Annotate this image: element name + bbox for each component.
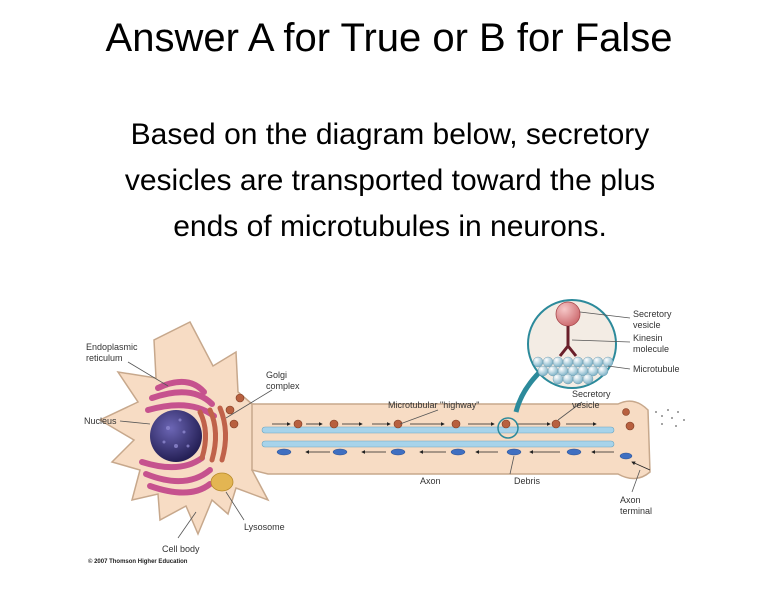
nucleus xyxy=(150,410,202,462)
label-lysosome: Lysosome xyxy=(244,522,285,532)
label-debris: Debris xyxy=(514,476,541,486)
axon-vesicles xyxy=(293,408,635,431)
lysosome xyxy=(210,472,234,492)
copyright-credit: © 2007 Thomson Higher Education xyxy=(88,558,188,565)
question-line-1: Based on the diagram below, secretory xyxy=(130,118,650,151)
question-text: Based on the diagram below, secretory ve… xyxy=(60,112,720,250)
label-golgi-2: complex xyxy=(266,381,300,391)
kinesin xyxy=(558,326,578,357)
microtubule-lower xyxy=(261,440,615,448)
golgi-complex xyxy=(197,405,228,463)
debris-particles xyxy=(276,448,633,460)
label-secretory-vesicle-axon-2: vesicle xyxy=(572,400,600,410)
inset-detail xyxy=(527,299,617,389)
label-secretory-vesicle-axon-1: Secretory xyxy=(572,389,611,399)
label-microtubular-highway: Microtubular "highway" xyxy=(388,400,479,410)
label-secretory-vesicle-inset-1: Secretory xyxy=(633,309,672,319)
highlight-circle xyxy=(497,417,519,439)
label-microtubule: Microtubule xyxy=(633,364,680,374)
cellbody-vesicles xyxy=(225,393,245,429)
label-axon-terminal-1: Axon xyxy=(620,495,641,505)
slide-title: Answer A for True or B for False xyxy=(105,16,673,60)
axon-shape xyxy=(251,400,651,480)
question-line-2: vesicles are transported toward the plus xyxy=(124,164,656,197)
leader-lines xyxy=(119,311,641,539)
label-secretory-vesicle-inset-2: vesicle xyxy=(633,320,661,330)
microtubule-upper xyxy=(261,426,615,434)
label-er-1: Endoplasmic xyxy=(86,342,138,352)
endoplasmic-reticulum xyxy=(139,379,217,496)
label-nucleus: Nucleus xyxy=(84,416,117,426)
inset-microtubule xyxy=(532,356,614,385)
label-axon-terminal-2: terminal xyxy=(620,506,652,516)
label-er-2: reticulum xyxy=(86,353,123,363)
label-kinesin-2: molecule xyxy=(633,344,669,354)
release-dots xyxy=(655,409,685,427)
label-kinesin-1: Kinesin xyxy=(633,333,663,343)
label-cell-body: Cell body xyxy=(162,544,200,554)
nucleus-texture xyxy=(162,418,190,448)
label-axon: Axon xyxy=(420,476,441,486)
inset-vesicle xyxy=(555,301,581,327)
retrograde-arrows xyxy=(305,450,651,471)
question-line-3: ends of microtubules in neurons. xyxy=(173,210,607,243)
label-golgi-1: Golgi xyxy=(266,370,287,380)
